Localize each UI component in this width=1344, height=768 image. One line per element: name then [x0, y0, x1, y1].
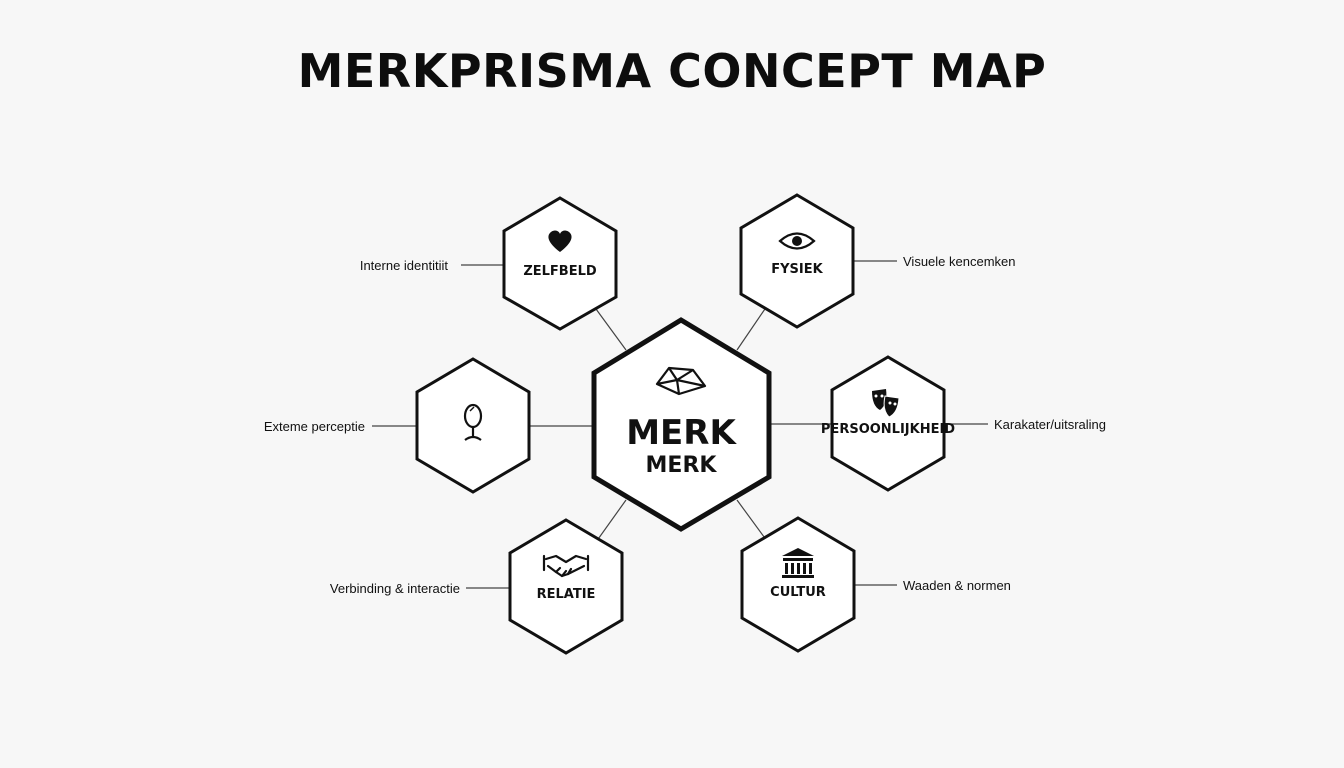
connectors — [372, 260, 988, 589]
brand-gem-icon — [655, 366, 707, 396]
handshake-icon — [542, 554, 590, 578]
node-zelfbeeld-hexagon — [502, 196, 618, 331]
center-node: MERK MERK — [591, 317, 772, 532]
node-cultuur-label: CULTUR — [770, 585, 826, 600]
center-label-secondary: MERK — [646, 453, 718, 478]
connector-cultuur — [736, 499, 768, 542]
node-reflectie: Exteme perceptie — [264, 357, 531, 494]
node-zelfbeeld-label: ZELFBELD — [523, 264, 597, 279]
node-relatie-side-label: Verbinding & interactie — [330, 581, 460, 596]
node-persoonlijkheid: PERSOONLIJKHEID Karakater/uitsraling — [821, 355, 1106, 492]
center-hexagon — [591, 317, 772, 532]
node-reflectie-side-label: Exteme perceptie — [264, 419, 365, 434]
node-persoonlijkheid-label: PERSOONLIJKHEID — [821, 422, 955, 437]
node-fysiek-label: FYSIEK — [771, 262, 823, 277]
node-cultuur: CULTUR Waaden & normen — [740, 516, 1011, 653]
node-fysiek-hexagon — [739, 193, 855, 329]
node-relatie-label: RELATIE — [537, 587, 596, 602]
node-persoonlijkheid-side-label: Karakater/uitsraling — [994, 417, 1106, 432]
connector-fysiek — [736, 305, 768, 351]
node-fysiek-side-label: Visuele kencemken — [903, 254, 1016, 269]
node-cultuur-side-label: Waaden & normen — [903, 578, 1011, 593]
node-cultuur-hexagon — [740, 516, 856, 653]
node-relatie: RELATIE Verbinding & interactie — [330, 518, 624, 655]
heart-icon — [548, 230, 572, 252]
diagram-title: MERKPRISMA CONCEPT MAP — [297, 44, 1047, 98]
connector-zelfbeeld — [595, 308, 627, 351]
node-persoonlijkheid-hexagon — [830, 355, 946, 492]
node-zelfbeeld: ZELFBELD Interne identitiit — [360, 196, 618, 331]
node-fysiek: FYSIEK Visuele kencemken — [739, 193, 1016, 329]
connector-relatie — [595, 499, 627, 543]
node-zelfbeeld-side-label: Interne identitiit — [360, 258, 449, 273]
mirror-icon — [463, 403, 483, 441]
node-reflectie-hexagon — [415, 357, 531, 494]
theater-masks-icon — [872, 389, 900, 418]
museum-columns-icon — [782, 548, 814, 578]
center-label-primary: MERK — [626, 413, 737, 453]
eye-icon — [778, 232, 816, 250]
node-relatie-hexagon — [508, 518, 624, 655]
